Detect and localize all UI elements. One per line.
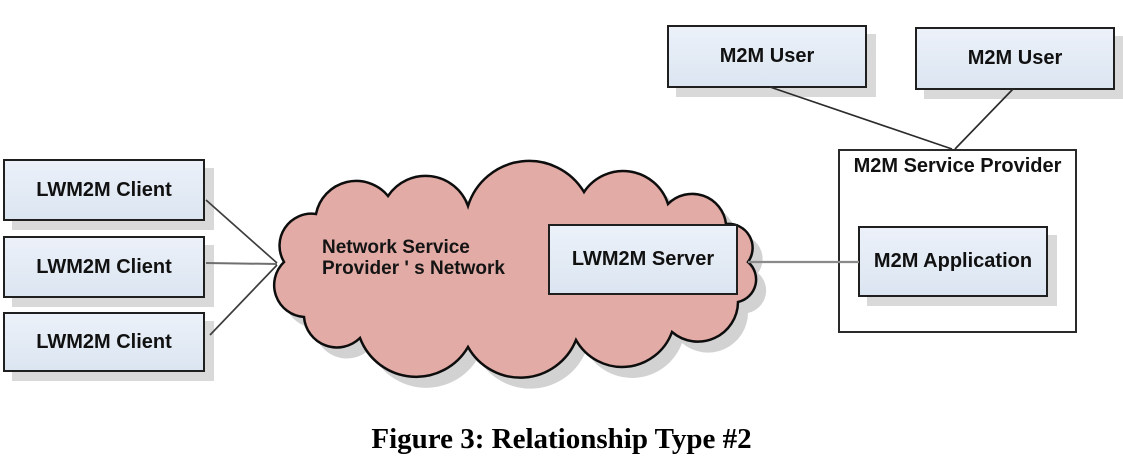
figure-caption: Figure 3: Relationship Type #2 xyxy=(371,423,752,455)
lwm2m-client-label-2: LWM2M Client xyxy=(36,255,172,278)
network-cloud-label: Network Service Provider ' s Network xyxy=(322,237,505,279)
lwm2m-client-label-3: LWM2M Client xyxy=(36,330,172,353)
m2m-service-provider-title: M2M Service Provider xyxy=(853,155,1062,177)
lwm2m-client-box-1: LWM2M Client xyxy=(3,159,205,221)
m2m-user-label-1: M2M User xyxy=(719,45,815,67)
m2m-application-label: M2M Application xyxy=(873,250,1033,272)
m2m-user-box-2: M2M User xyxy=(915,27,1115,90)
lwm2m-server-label: LWM2M Server xyxy=(571,248,715,270)
lwm2m-client-box-3: LWM2M Client xyxy=(3,312,205,372)
lwm2m-client-box-2: LWM2M Client xyxy=(3,236,205,298)
m2m-user-box-1: M2M User xyxy=(667,25,867,88)
lwm2m-client-label-1: LWM2M Client xyxy=(36,178,172,201)
lwm2m-server-box: LWM2M Server xyxy=(548,224,738,295)
m2m-application-box: M2M Application xyxy=(858,226,1048,297)
m2m-user-label-2: M2M User xyxy=(967,47,1063,69)
